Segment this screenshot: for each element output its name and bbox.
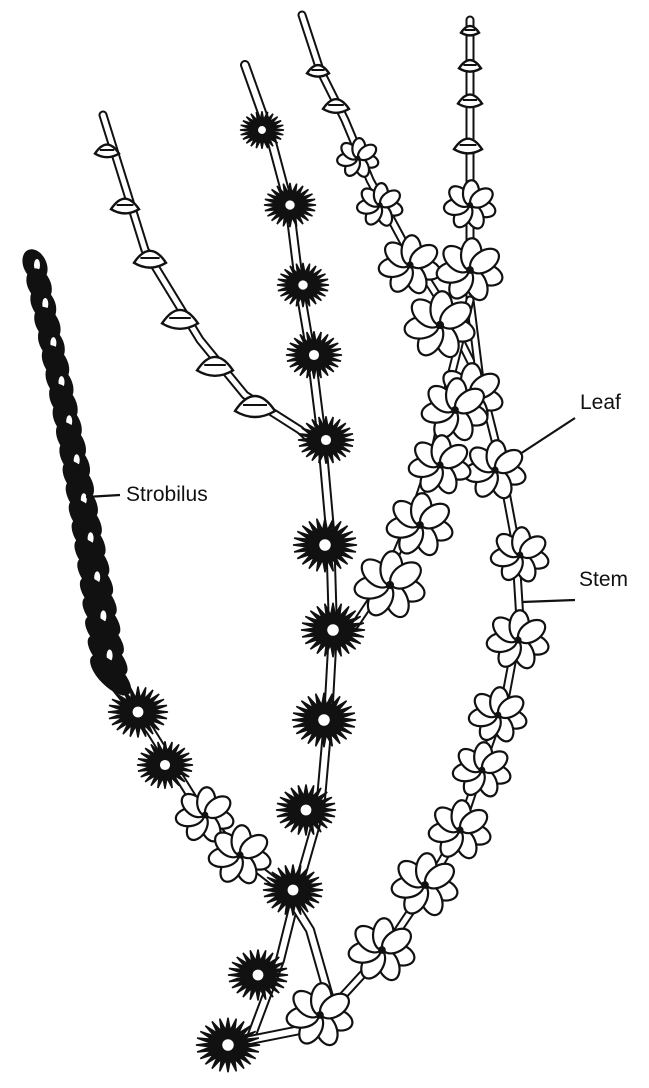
spiky-leaf-whorl <box>276 785 336 836</box>
stem-leader-line <box>522 600 575 602</box>
bud-leaf-whorl <box>134 251 166 268</box>
rosette-leaf-whorl <box>427 800 493 862</box>
rosette-leaf-whorl <box>336 138 380 179</box>
strobilus-label: Strobilus <box>126 483 208 506</box>
bud-leaf-whorl <box>458 95 482 108</box>
spiky-leaf-whorl <box>264 183 316 227</box>
strobilus-cone <box>18 246 136 701</box>
spiky-leaf-whorl <box>108 687 168 738</box>
rosette-leaf-whorl <box>462 440 528 502</box>
spiky-leaf-whorl <box>286 331 342 379</box>
rosette-leaf-whorl <box>443 180 498 231</box>
rosette-leaf-whorl <box>485 610 551 672</box>
leaf-whorls <box>95 26 551 1072</box>
bud-leaf-whorl <box>235 396 275 417</box>
spiky-leaf-whorl <box>240 111 284 148</box>
rosette-leaf-whorl <box>468 687 529 745</box>
spiky-leaf-whorl <box>292 693 356 747</box>
spiky-leaf-whorl <box>293 518 357 572</box>
spiky-leaf-whorl <box>298 416 354 464</box>
leaf-label: Leaf <box>580 391 621 414</box>
spiky-leaf-whorl <box>228 950 288 1001</box>
bud-leaf-whorl <box>162 310 198 329</box>
bud-leaf-whorl <box>454 139 482 154</box>
rosette-leaf-whorl <box>407 435 473 497</box>
spiky-leaf-whorl <box>301 603 365 657</box>
bud-leaf-whorl <box>111 199 139 214</box>
strobilus-body <box>18 246 136 701</box>
bud-leaf-whorl <box>323 99 349 113</box>
bud-leaf-whorl <box>307 65 329 77</box>
spiky-leaf-whorl <box>277 263 329 307</box>
leaf-leader-line <box>520 418 575 454</box>
stem-label: Stem <box>579 568 628 591</box>
rosette-leaf-whorl <box>390 852 460 918</box>
rosette-leaf-whorl <box>452 742 513 800</box>
bud-leaf-whorl <box>459 60 481 72</box>
spiky-leaf-whorl <box>196 1018 260 1072</box>
spiky-leaf-whorl <box>137 741 193 789</box>
bud-leaf-whorl <box>197 357 233 376</box>
rosette-leaf-whorl <box>490 527 551 585</box>
spiky-leaf-whorl <box>263 865 323 916</box>
bud-leaf-whorl <box>461 26 479 35</box>
